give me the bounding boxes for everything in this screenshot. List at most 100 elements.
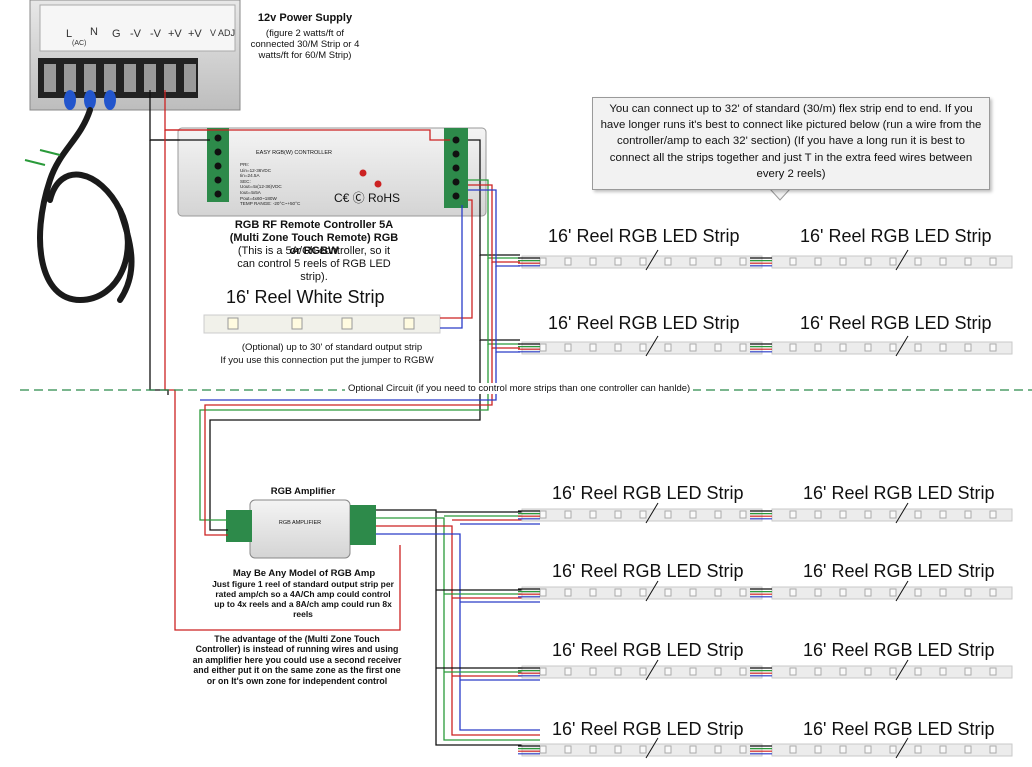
led-chip xyxy=(964,588,972,597)
led-chip xyxy=(564,588,572,597)
amp-note: Just figure 1 reel of standard output st… xyxy=(212,579,394,620)
led-chip xyxy=(564,257,572,266)
led-chip xyxy=(589,588,597,597)
terminal-l: L xyxy=(66,28,73,40)
led-chip xyxy=(989,745,997,754)
led-chip xyxy=(839,667,847,676)
led-chip xyxy=(989,667,997,676)
led-chip xyxy=(964,667,972,676)
led-chip xyxy=(789,745,797,754)
label-pointer xyxy=(645,659,659,681)
led-chip xyxy=(589,745,597,754)
label-pointer xyxy=(645,249,659,271)
led-chip xyxy=(539,343,547,352)
led-chip xyxy=(889,588,897,597)
led-chip xyxy=(714,745,722,754)
terminal-g: G xyxy=(112,28,121,40)
amplifier-box xyxy=(226,499,376,559)
label-pointer xyxy=(895,249,909,271)
controller-spec-line: PRI: xyxy=(240,162,249,167)
led-chip xyxy=(789,343,797,352)
led-chip xyxy=(614,588,622,597)
led-chip xyxy=(864,510,872,519)
label-pointer xyxy=(645,335,659,357)
led-chip xyxy=(989,257,997,266)
led-chip xyxy=(639,343,647,352)
led-chip xyxy=(889,343,897,352)
controller-spec-line: Iin=24.5A xyxy=(240,173,260,179)
led-chip xyxy=(889,745,897,754)
led-chip xyxy=(889,257,897,266)
info-callout: You can connect up to 32' of standard (3… xyxy=(592,97,990,190)
led-chip xyxy=(864,745,872,754)
led-chip xyxy=(539,745,547,754)
led-chip xyxy=(914,257,922,266)
led-chip xyxy=(689,510,697,519)
led-chip xyxy=(714,510,722,519)
led-chip xyxy=(639,257,647,266)
led-chip xyxy=(739,510,747,519)
strip-label-left: 16' Reel RGB LED Strip xyxy=(552,719,744,739)
led-chip xyxy=(664,510,672,519)
strip-label-right: 16' Reel RGB LED Strip xyxy=(800,226,992,246)
strip-label-left: 16' Reel RGB LED Strip xyxy=(552,483,744,503)
controller-spec-line: Uout=4x(12-36)VDC xyxy=(240,184,282,190)
led-chip xyxy=(689,343,697,352)
led-chip xyxy=(664,343,672,352)
led-chip xyxy=(889,667,897,676)
white-strip-title: 16' Reel White Strip xyxy=(226,287,385,307)
controller-note: (This is a 5A/Ch controller, so it can c… xyxy=(237,245,391,283)
led-chip xyxy=(664,588,672,597)
led-chip xyxy=(964,745,972,754)
led-chip xyxy=(664,745,672,754)
led-chip xyxy=(589,257,597,266)
terminal-v-adj: V ADJ xyxy=(210,28,236,38)
led-chip xyxy=(639,588,647,597)
terminal-ac: (AC) xyxy=(72,40,87,47)
label-pointer xyxy=(895,737,909,759)
led-chip xyxy=(914,745,922,754)
led-chip xyxy=(564,745,572,754)
led-chip xyxy=(864,257,872,266)
led-chip xyxy=(614,745,622,754)
led-chip xyxy=(689,745,697,754)
led-chip xyxy=(689,667,697,676)
power-supply xyxy=(29,0,241,111)
led-chip xyxy=(839,257,847,266)
led-chip xyxy=(864,343,872,352)
led-chip xyxy=(964,343,972,352)
led-chip xyxy=(814,510,822,519)
label-pointer xyxy=(895,335,909,357)
led-chip xyxy=(539,588,547,597)
led-chip xyxy=(539,667,547,676)
optional-circuit-label: Optional Circuit (if you need to control… xyxy=(345,383,694,394)
led-chip xyxy=(714,343,722,352)
led-chip xyxy=(814,343,822,352)
led-chip xyxy=(639,667,647,676)
led-chip xyxy=(714,257,722,266)
led-chip xyxy=(939,588,947,597)
led-chip xyxy=(664,667,672,676)
terminal-neg-v-2: -V xyxy=(150,28,161,40)
led-chip xyxy=(989,343,997,352)
led-chip xyxy=(539,257,547,266)
led-chip xyxy=(739,588,747,597)
led-chip xyxy=(689,257,697,266)
led-chip xyxy=(539,510,547,519)
amp-note-title: May Be Any Model of RGB Amp xyxy=(232,568,376,579)
led-chip xyxy=(964,510,972,519)
led-chip xyxy=(964,257,972,266)
led-chip xyxy=(639,510,647,519)
controller-ce-rohs: C€ Ⓒ RoHS xyxy=(333,191,401,205)
led-chip xyxy=(739,257,747,266)
led-chip xyxy=(939,257,947,266)
led-chip xyxy=(989,510,997,519)
led-chip xyxy=(939,667,947,676)
controller-spec-line: Uin=12-36VDC xyxy=(240,167,272,173)
led-chip xyxy=(814,257,822,266)
led-chip xyxy=(839,745,847,754)
led-chip xyxy=(564,343,572,352)
strip-label-right: 16' Reel RGB LED Strip xyxy=(803,640,995,660)
label-pointer xyxy=(645,737,659,759)
terminal-n: N xyxy=(90,26,98,38)
